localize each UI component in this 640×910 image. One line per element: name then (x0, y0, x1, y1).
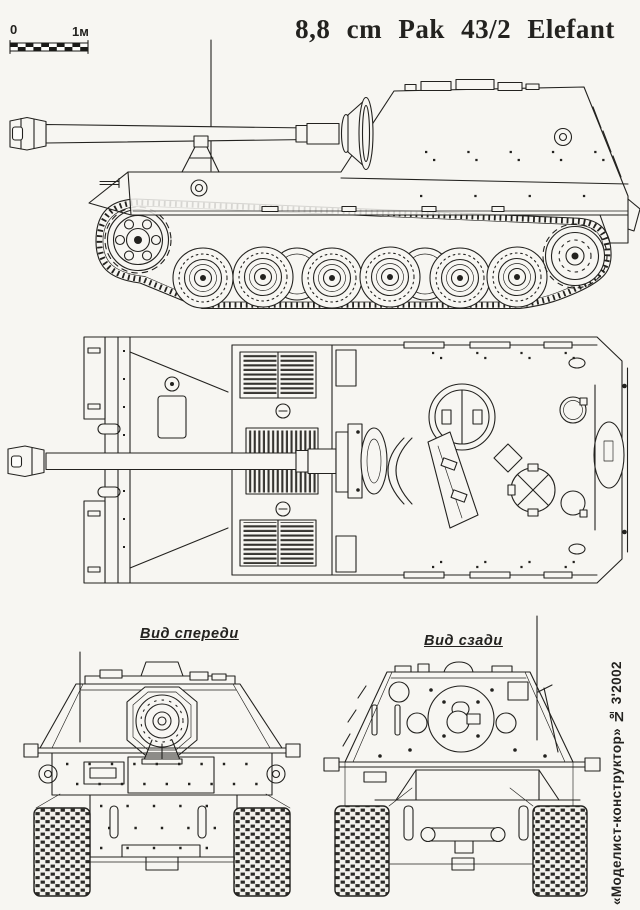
page-title: 8,8 cm Pak 43/2 Elefant (295, 14, 615, 44)
gun-barrel-top (45, 452, 319, 471)
top-view (7, 336, 629, 584)
jack (429, 827, 497, 842)
scale-zero-label: 0 (10, 22, 18, 37)
scale-one-meter-label: 1м (72, 24, 89, 39)
travel-lock (181, 135, 220, 173)
rear-view (323, 615, 601, 897)
gun-barrel (45, 123, 311, 144)
right-track (233, 807, 291, 897)
right-track-rear (532, 805, 588, 897)
front-view-label: Вид спереди (140, 626, 239, 642)
magazine-credit: «Моделист-конструктор» № 3'2002 (609, 661, 624, 905)
muzzle-brake (9, 116, 47, 151)
scale-bar (9, 39, 89, 55)
left-track-rear (334, 805, 390, 897)
side-view (9, 39, 640, 310)
drive-sprocket (104, 206, 172, 274)
left-track (33, 807, 91, 897)
front-view (23, 651, 301, 897)
rear-view-label: Вид сзади (424, 633, 503, 649)
idler-wheel (542, 223, 608, 289)
